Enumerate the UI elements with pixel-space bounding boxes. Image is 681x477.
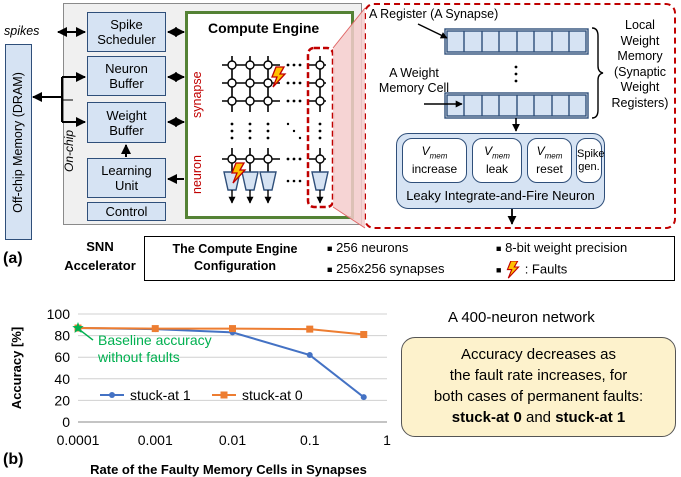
data-point	[360, 331, 368, 339]
neuron-label: neuron	[190, 155, 204, 194]
fault-bolt-icon	[271, 66, 286, 88]
x-tick-label: 1	[383, 432, 391, 448]
weight-memory-cell-label: A Weight Memory Cell	[378, 66, 450, 95]
lif-title: Leaky Integrate-and-Fire Neuron	[406, 188, 595, 203]
y-tick-label: 20	[54, 392, 70, 408]
accuracy-chart: 0 20 40 60 80 100 0.0001 0.001 0.01 0.1 1 Accuracy …	[9, 306, 391, 477]
y-tick-label: 0	[62, 414, 70, 430]
dram-block: Off-chip Memory (DRAM)	[5, 44, 32, 240]
x-axis-label: Rate of the Faulty Memory Cells in Synap…	[90, 462, 367, 477]
config-title: The Compute Engine Configuration	[172, 242, 298, 273]
x-tick-label: 0.1	[300, 432, 320, 448]
op-vmem-leak: Vmem leak	[472, 138, 522, 183]
spikes-label: spikes	[4, 24, 40, 38]
synapse-label: synapse	[190, 71, 204, 118]
a-register-label: A Register (A Synapse)	[369, 7, 499, 21]
config-item: ■ 256 neurons	[327, 240, 409, 255]
baseline-marker	[72, 322, 84, 333]
compute-engine-title: Compute Engine	[208, 20, 320, 36]
local-weight-memory-label: Local Weight Memory (Synaptic Weight Reg…	[611, 18, 669, 110]
neuron-units	[223, 171, 329, 191]
y-tick-label: 40	[54, 371, 70, 387]
diagram-wiring	[32, 7, 604, 229]
op-vmem-reset: Vmem reset	[527, 138, 572, 183]
y-tick-label: 60	[54, 349, 70, 365]
y-tick-label: 80	[54, 328, 70, 344]
data-point	[306, 352, 313, 359]
synapse-nodes	[227, 60, 325, 164]
y-tick-label: 100	[47, 306, 71, 322]
op-vmem-increase: Vmem increase	[402, 138, 467, 183]
baseline-annotation: without faults	[97, 349, 180, 365]
x-tick-label: 0.01	[219, 432, 246, 448]
x-tick-label: 0.001	[138, 432, 173, 448]
config-item: ■ 256x256 synapses	[327, 261, 445, 276]
grid-ellipsis	[230, 63, 322, 161]
control-block: Control	[87, 202, 166, 221]
snn-accelerator-label: SNN Accelerator	[64, 239, 136, 273]
data-point	[306, 325, 314, 333]
panel-a-label: (a)	[3, 250, 23, 267]
legend-label: stuck-at 1	[130, 387, 191, 403]
legend-marker	[109, 392, 115, 398]
config-item: ■ 8-bit weight precision	[496, 240, 628, 255]
data-point	[229, 325, 236, 333]
data-point	[151, 325, 159, 333]
weight-register-top	[444, 28, 589, 55]
baseline-pointer	[79, 329, 94, 341]
config-box	[144, 236, 675, 281]
data-point	[360, 394, 367, 401]
y-axis-label: Accuracy [%]	[9, 327, 24, 409]
weight-register-bottom	[444, 92, 589, 119]
panel-b-label: (b)	[3, 451, 24, 468]
baseline-annotation: Baseline accuracy	[98, 332, 212, 348]
neuron-buffer-block: Neuron Buffer	[87, 56, 166, 96]
finding-note: Accuracy decreases as the fault rate inc…	[401, 337, 676, 437]
network-title: A 400-neuron network	[448, 309, 595, 326]
op-spike-gen: Spike gen.	[576, 138, 605, 183]
learning-unit-block: Learning Unit	[87, 158, 166, 198]
spike-scheduler-block: Spike Scheduler	[87, 12, 166, 52]
legend-marker	[220, 391, 228, 399]
legend-label: stuck-at 0	[242, 387, 303, 403]
x-tick-label: 0.0001	[57, 432, 100, 448]
fault-bolt-icon	[506, 260, 520, 279]
weight-buffer-block: Weight Buffer	[87, 102, 166, 143]
config-item: ■ : Faults	[496, 260, 567, 279]
